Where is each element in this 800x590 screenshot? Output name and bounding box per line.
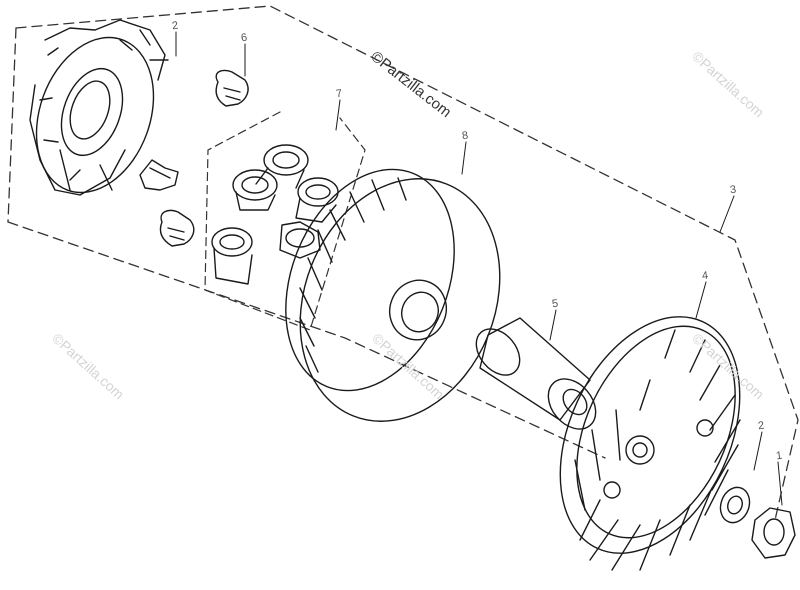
leader-line [753,431,763,471]
slider-piece [159,209,195,247]
leader-line [777,461,783,506]
weight-roller [232,169,278,211]
assembly-group-outline [15,5,799,521]
weight-roller [255,144,309,189]
ramp-plate [29,19,169,196]
movable-drive-face [285,168,501,422]
leader-line [719,195,735,233]
hex-nut [751,507,796,559]
leader-line [549,309,557,341]
fixed-drive-face [559,316,741,571]
leader-line [461,141,467,175]
weight-roller [279,221,321,259]
leader-line [695,281,707,319]
leader-line [335,99,341,131]
washer [719,486,751,524]
slider-piece [215,69,249,107]
slider-piece [139,159,179,191]
collar-sleeve [475,317,597,430]
assembly-group-outline-lower [7,221,606,459]
roller-group-outline [204,111,366,331]
weight-roller [211,227,253,285]
